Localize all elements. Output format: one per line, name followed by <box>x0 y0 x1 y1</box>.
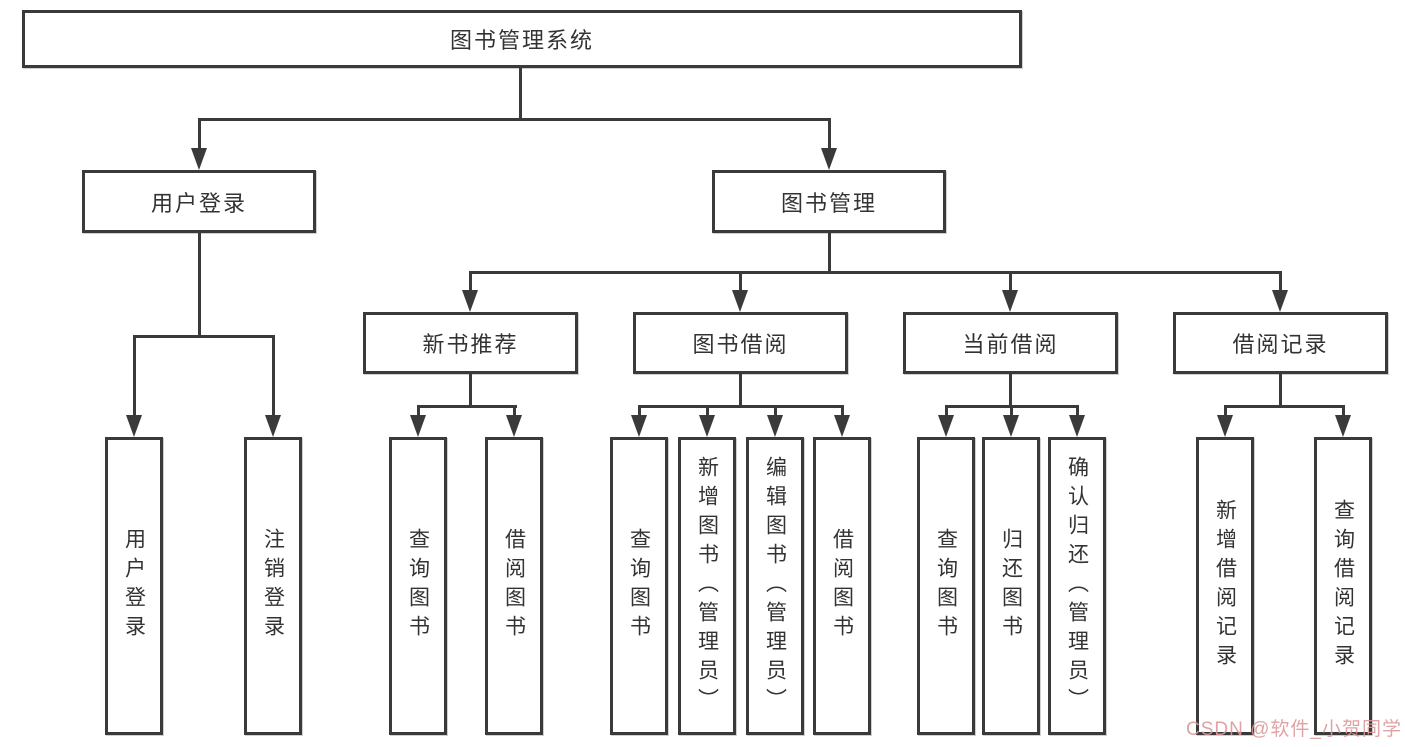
connector-drop-br-add <box>1224 405 1227 419</box>
node-current-borrow-label: 当前借阅 <box>962 332 1059 357</box>
node-root: 图书管理系统 <box>22 10 1022 68</box>
arrow-down-bb-add <box>699 415 715 437</box>
leaf-cb-query-books: 查询图书 <box>917 437 975 735</box>
leaf-bb-query-books: 查询图书 <box>610 437 668 735</box>
leaf-nb-query-books-label: 查询图书 <box>406 528 430 644</box>
connector-current-borrow-stem <box>1009 374 1012 408</box>
leaf-nb-query-books: 查询图书 <box>389 437 447 735</box>
connector-new-book-bar <box>417 405 517 408</box>
connector-drop-cb-query <box>945 405 948 419</box>
connector-drop-new-book <box>469 271 472 294</box>
leaf-logout-label: 注销登录 <box>261 528 285 644</box>
leaf-user-login: 用户登录 <box>105 437 163 735</box>
connector-drop-ul-leaf1 <box>133 335 136 419</box>
node-user-login: 用户登录 <box>82 170 316 233</box>
node-book-management-label: 图书管理 <box>780 190 877 216</box>
connector-root-stem <box>519 66 522 121</box>
node-root-label: 图书管理系统 <box>449 28 594 53</box>
arrow-down-br-query <box>1335 415 1351 437</box>
leaf-nb-borrow-books-label: 借阅图书 <box>502 528 526 644</box>
leaf-br-query-record: 查询借阅记录 <box>1314 437 1372 735</box>
leaf-cb-confirm-return: 确认归还（管理员） <box>1048 437 1106 735</box>
connector-drop-current-borrow <box>1009 271 1012 294</box>
connector-book-mgmt-stem <box>828 233 831 273</box>
connector-new-book-stem <box>469 374 472 408</box>
leaf-nb-borrow-books: 借阅图书 <box>485 437 543 735</box>
leaf-cb-confirm-return-label: 确认归还（管理员） <box>1065 455 1089 717</box>
arrow-down-ul-leaf2 <box>265 415 281 437</box>
leaf-br-query-record-label: 查询借阅记录 <box>1331 499 1355 673</box>
arrow-down-ul-leaf1 <box>126 415 142 437</box>
leaf-bb-borrow-books-label: 借阅图书 <box>830 528 854 644</box>
arrow-down-cb-query <box>938 415 954 437</box>
leaf-user-login-label: 用户登录 <box>122 528 146 644</box>
connector-drop-nb-query <box>417 405 420 419</box>
arrow-down-bb-query <box>631 415 647 437</box>
node-book-borrow-label: 图书借阅 <box>692 332 789 357</box>
arrow-down-borrow-records <box>1272 290 1288 312</box>
connector-book-borrow-stem <box>739 374 742 408</box>
node-new-book-recommend-label: 新书推荐 <box>422 332 519 357</box>
connector-drop-bb-add <box>706 405 709 419</box>
connector-drop-bb-edit <box>774 405 777 419</box>
arrow-down-nb-borrow <box>506 415 522 437</box>
connector-user-login-stem <box>198 233 201 338</box>
leaf-bb-add-books: 新增图书（管理员） <box>678 437 736 735</box>
node-borrow-records: 借阅记录 <box>1173 312 1388 374</box>
connector-book-mgmt-bar <box>469 271 1282 274</box>
arrow-down-new-book <box>462 290 478 312</box>
connector-user-login-bar <box>133 335 275 338</box>
arrow-down-nb-query <box>410 415 426 437</box>
leaf-cb-query-books-label: 查询图书 <box>934 528 958 644</box>
node-book-borrow: 图书借阅 <box>633 312 848 374</box>
leaf-bb-add-books-label: 新增图书（管理员） <box>695 455 719 717</box>
connector-drop-bb-borrow <box>841 405 844 419</box>
leaf-logout: 注销登录 <box>244 437 302 735</box>
connector-drop-cb-return <box>1010 405 1013 419</box>
connector-drop-nb-borrow <box>513 405 516 419</box>
arrow-down-book-mgmt <box>821 148 837 170</box>
connector-drop-borrow-records <box>1279 271 1282 294</box>
connector-drop-ul-leaf2 <box>272 335 275 419</box>
connector-drop-bb-query <box>638 405 641 419</box>
arrow-down-cb-return <box>1003 415 1019 437</box>
connector-drop-cb-confirm <box>1076 405 1079 419</box>
arrow-down-book-borrow <box>732 290 748 312</box>
leaf-br-add-record-label: 新增借阅记录 <box>1213 499 1237 673</box>
connector-book-borrow-bar <box>638 405 844 408</box>
connector-drop-user-login <box>198 118 201 152</box>
arrow-down-cb-confirm <box>1069 415 1085 437</box>
node-user-login-label: 用户登录 <box>150 190 247 216</box>
node-new-book-recommend: 新书推荐 <box>363 312 578 374</box>
connector-drop-book-borrow <box>739 271 742 294</box>
arrow-down-user-login <box>191 148 207 170</box>
leaf-cb-return-books-label: 归还图书 <box>999 528 1023 644</box>
leaf-bb-query-books-label: 查询图书 <box>627 528 651 644</box>
leaf-cb-return-books: 归还图书 <box>982 437 1040 735</box>
csdn-watermark: CSDN @软件_小贺同学 <box>1186 719 1402 740</box>
leaf-br-add-record: 新增借阅记录 <box>1196 437 1254 735</box>
arrow-down-br-add <box>1217 415 1233 437</box>
connector-drop-br-query <box>1342 405 1345 419</box>
connector-borrow-records-stem <box>1279 374 1282 408</box>
node-borrow-records-label: 借阅记录 <box>1232 332 1329 357</box>
leaf-bb-edit-books: 编辑图书（管理员） <box>746 437 804 735</box>
arrow-down-bb-borrow <box>834 415 850 437</box>
connector-borrow-records-bar <box>1224 405 1345 408</box>
connector-drop-book-mgmt <box>828 118 831 152</box>
node-book-management: 图书管理 <box>712 170 946 233</box>
node-current-borrow: 当前借阅 <box>903 312 1118 374</box>
arrow-down-current-borrow <box>1002 290 1018 312</box>
leaf-bb-edit-books-label: 编辑图书（管理员） <box>763 455 787 717</box>
arrow-down-bb-edit <box>767 415 783 437</box>
connector-root-bar <box>198 118 831 121</box>
leaf-bb-borrow-books: 借阅图书 <box>813 437 871 735</box>
